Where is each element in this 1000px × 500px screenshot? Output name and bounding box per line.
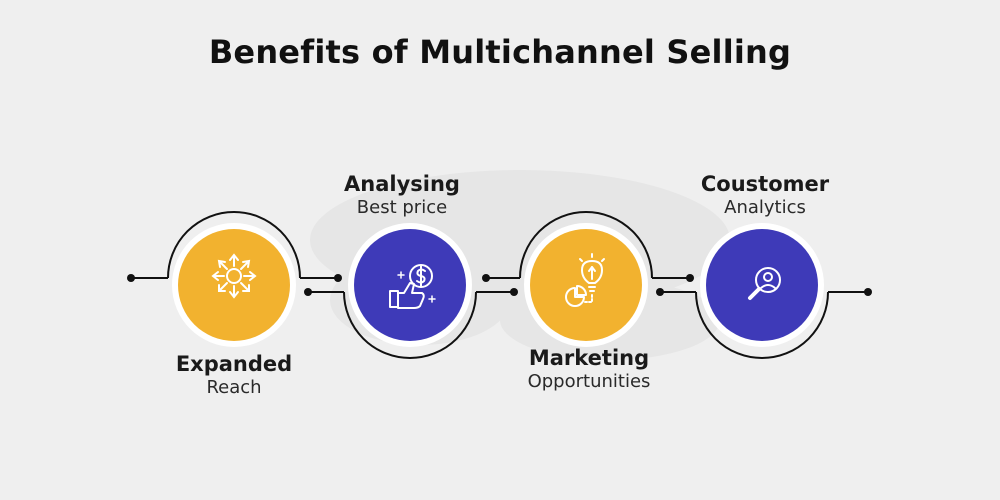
lightbulb-pie-chart-icon: [565, 253, 605, 307]
arc-top-3: [519, 211, 653, 279]
node-disc: [530, 229, 642, 341]
benefit-label-4: Coustomer Analytics: [645, 172, 885, 219]
benefit-subtitle-2: Best price: [356, 197, 448, 219]
thumbs-up-dollar-icon: [389, 264, 436, 309]
benefit-node-2: [348, 223, 472, 347]
benefit-subtitle-3: Opportunities: [527, 371, 651, 393]
benefit-title-3: Marketing: [528, 346, 650, 370]
benefit-node-4: [700, 223, 824, 347]
node-disc: [354, 229, 466, 341]
connector-lines: [131, 211, 868, 359]
radiating-arrows-icon: [211, 253, 257, 299]
benefit-label-2: Analysing Best price: [282, 172, 522, 219]
arc-bottom-2: [343, 291, 477, 359]
arc-bottom-4: [695, 291, 829, 359]
benefit-title-1: Expanded: [175, 352, 293, 376]
benefit-title-2: Analysing: [344, 172, 460, 196]
benefit-label-1: Expanded Reach: [114, 352, 354, 399]
magnifier-user-icon: [748, 267, 781, 300]
connector-dots: [127, 274, 872, 296]
page-title: Benefits of Multichannel Selling: [208, 33, 792, 71]
benefit-title-4: Coustomer: [700, 172, 830, 196]
benefit-subtitle-4: Analytics: [724, 197, 806, 219]
benefit-subtitle-1: Reach: [206, 377, 262, 399]
node-disc: [706, 229, 818, 341]
benefit-node-3: [524, 223, 648, 347]
arc-top-1: [167, 211, 301, 279]
benefit-node-1: [172, 223, 296, 347]
benefit-label-3: Marketing Opportunities: [469, 346, 709, 393]
